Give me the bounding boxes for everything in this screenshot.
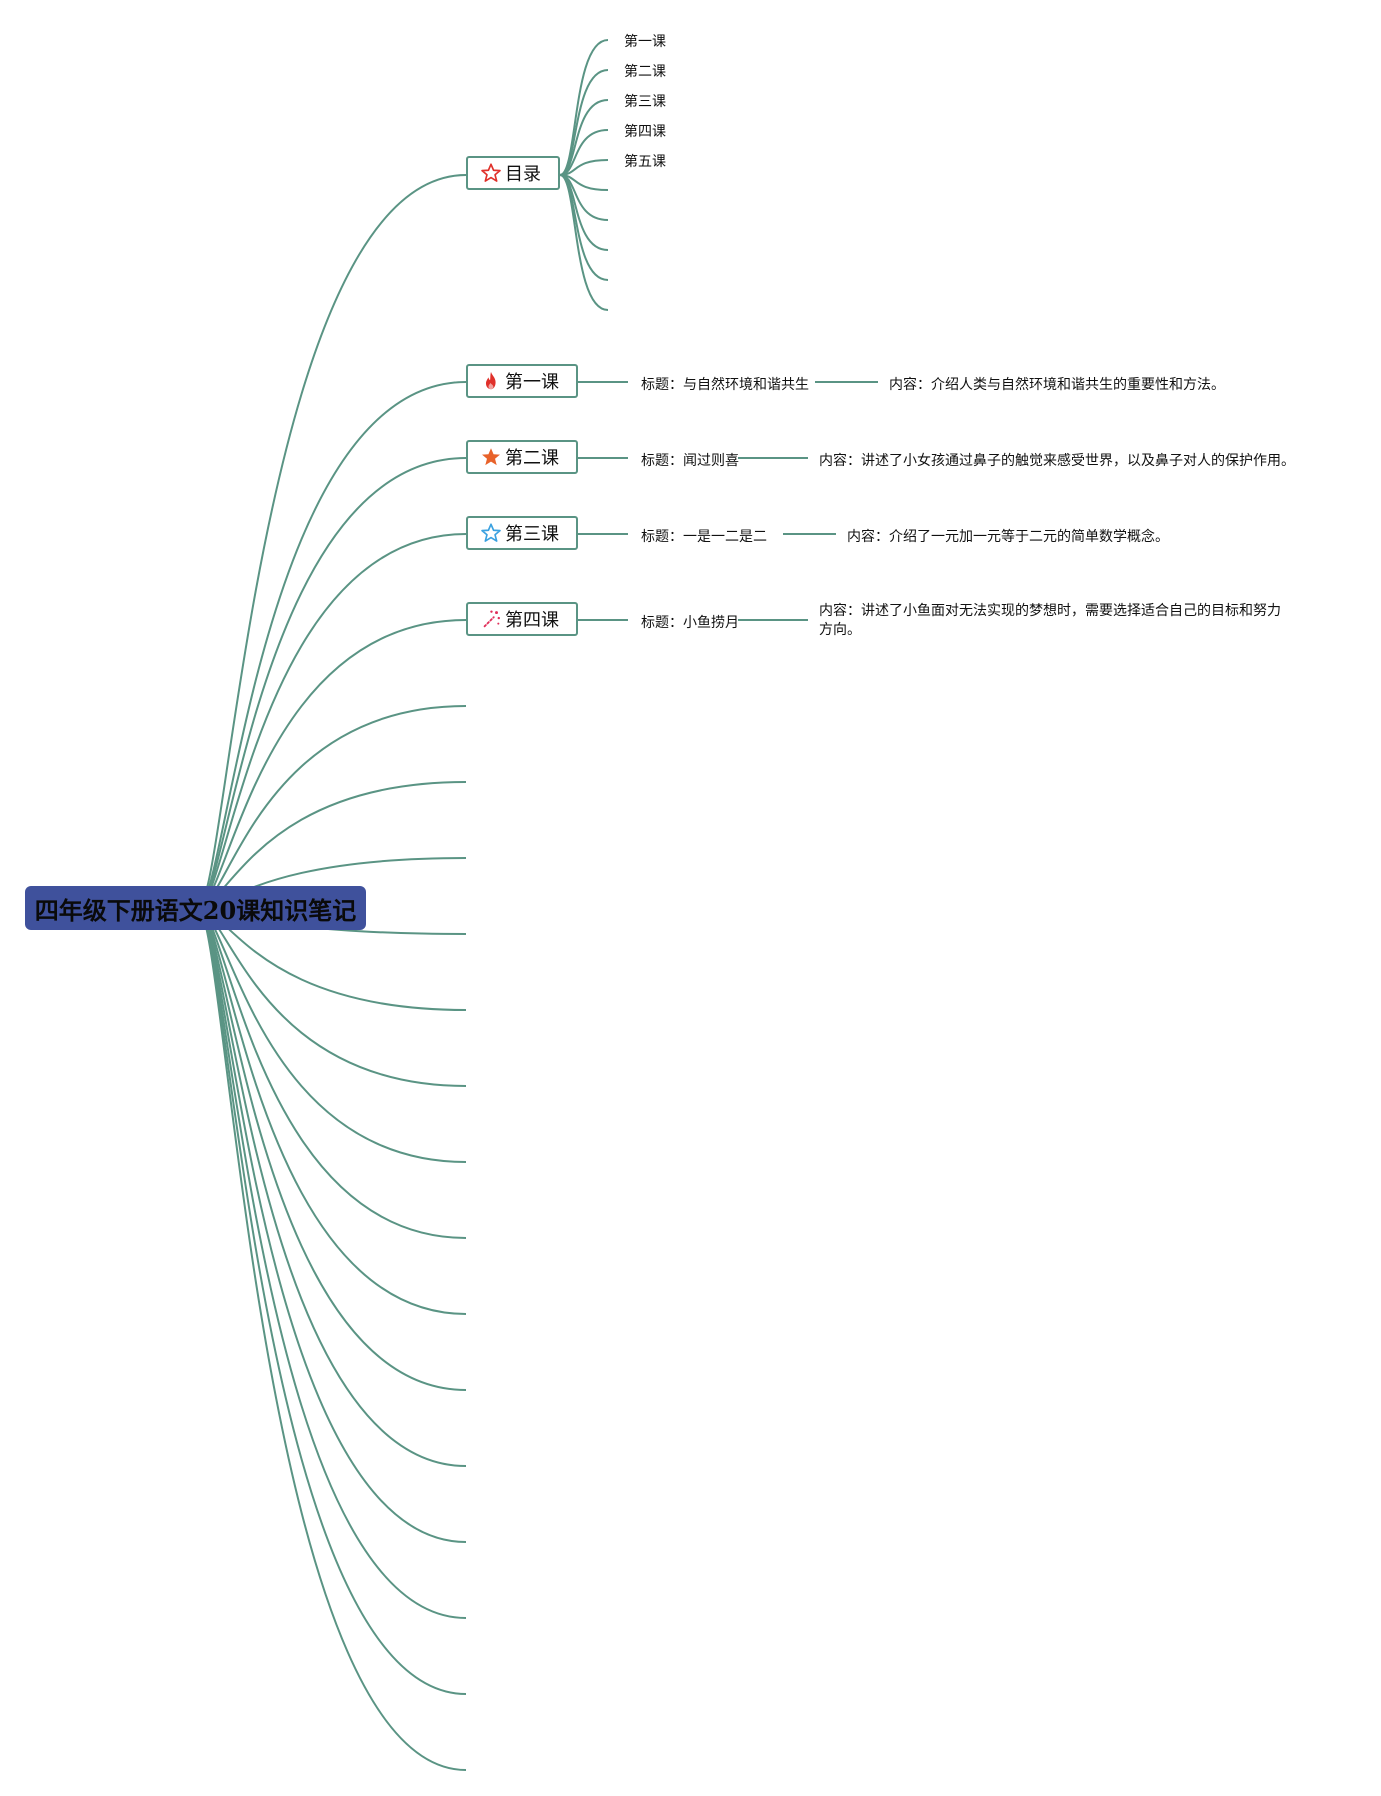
lesson-title[interactable]: 标题：小鱼捞月	[641, 615, 739, 631]
root-branch-line	[197, 533, 467, 909]
fire-icon	[480, 370, 502, 392]
lesson-content[interactable]: 内容：讲述了小鱼面对无法实现的梦想时，需要选择适合自己的目标和努力方向。	[819, 603, 1281, 638]
lesson-title[interactable]: 标题：与自然环境和谐共生	[641, 377, 809, 393]
root-title: 四年级下册语文20课知识笔记	[34, 895, 357, 925]
root-branch-line	[197, 381, 467, 909]
toc-branch-line	[559, 174, 609, 311]
lesson-topic-2[interactable]: 第二课	[466, 440, 578, 474]
toc-branch-line	[559, 39, 609, 176]
blue-star-outline-icon	[480, 522, 502, 544]
root-branch-line	[197, 907, 467, 1087]
lesson-topic-4[interactable]: 第四课	[466, 602, 578, 636]
toc-item[interactable]: 第三课	[624, 94, 666, 110]
lesson-name: 第三课	[505, 524, 559, 545]
toc-title: 目录	[505, 164, 541, 185]
root-branch-line	[197, 457, 467, 909]
lesson-title[interactable]: 标题：闻过则喜	[641, 453, 739, 469]
root-branch-line	[197, 705, 467, 909]
lesson-name: 第二课	[505, 448, 559, 469]
toc-branch-line	[559, 99, 609, 176]
toc-item[interactable]: 第一课	[624, 34, 666, 50]
root-branch-line	[197, 907, 467, 1315]
root-topic[interactable]: 四年级下册语文20课知识笔记	[25, 886, 366, 930]
toc-topic[interactable]: 目录	[466, 156, 560, 190]
lesson-topic-3[interactable]: 第三课	[466, 516, 578, 550]
lesson-content[interactable]: 内容：讲述了小女孩通过鼻子的触觉来感受世界，以及鼻子对人的保护作用。	[819, 453, 1295, 469]
lesson-content[interactable]: 内容：介绍人类与自然环境和谐共生的重要性和方法。	[889, 377, 1225, 393]
toc-item[interactable]: 第四课	[624, 124, 666, 140]
magic-wand-icon	[480, 608, 502, 630]
lesson-topic-1[interactable]: 第一课	[466, 364, 578, 398]
lesson-name: 第一课	[505, 372, 559, 393]
toc-item[interactable]: 第二课	[624, 64, 666, 80]
lesson-name: 第四课	[505, 610, 559, 631]
root-branch-line	[197, 619, 467, 909]
toc-item[interactable]: 第五课	[624, 154, 666, 170]
root-branch-line	[197, 174, 467, 909]
lesson-title[interactable]: 标题：一是一二是二	[641, 529, 767, 545]
root-branch-line	[197, 907, 467, 1771]
root-branch-line	[197, 907, 467, 1163]
orange-star-icon	[480, 446, 502, 468]
star-outline-icon	[480, 162, 502, 184]
root-branch-line	[197, 907, 467, 1619]
lesson-content[interactable]: 内容：介绍了一元加一元等于二元的简单数学概念。	[847, 529, 1169, 545]
